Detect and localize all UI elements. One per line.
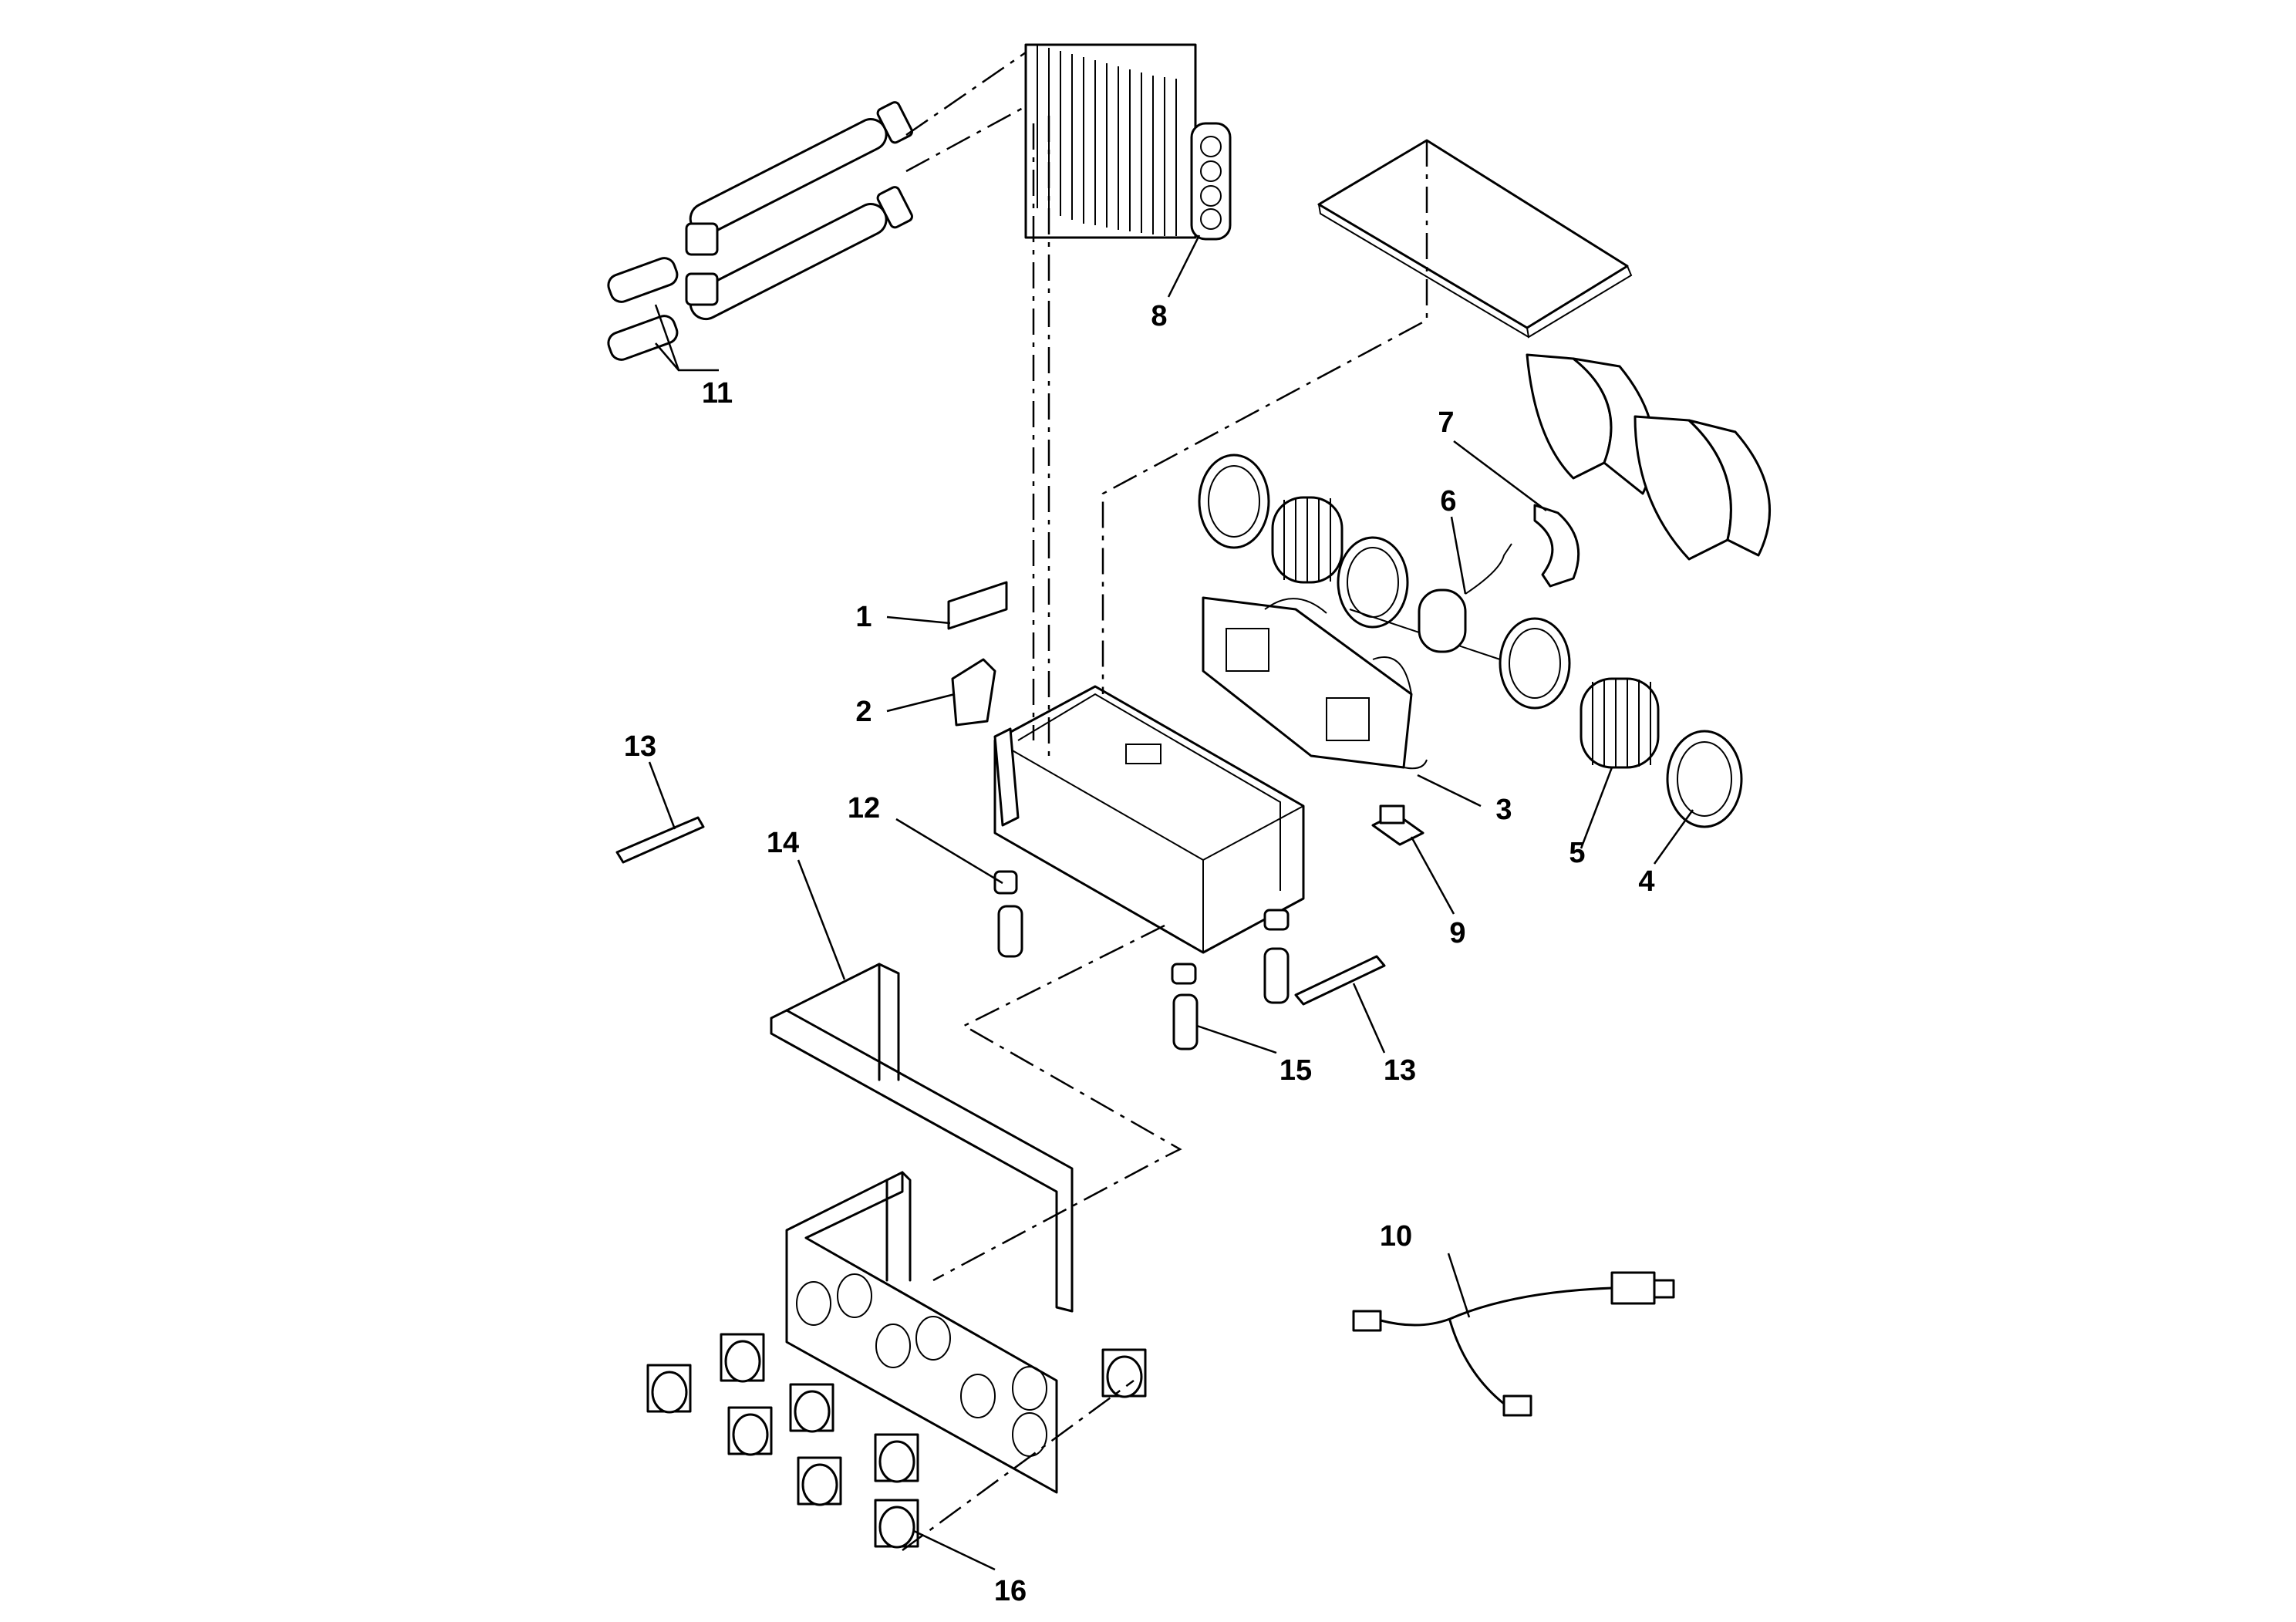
spacer-12 bbox=[993, 870, 1023, 958]
callout-11: 11 bbox=[702, 377, 733, 410]
middle-seal-ring bbox=[1337, 536, 1409, 629]
callout-3: 3 bbox=[1495, 794, 1512, 826]
wire-harness bbox=[1352, 1271, 1675, 1417]
top-cover-panel bbox=[1317, 139, 1633, 339]
callout-16: 16 bbox=[994, 1575, 1027, 1607]
callout-12: 12 bbox=[848, 792, 880, 824]
resistor bbox=[1371, 804, 1424, 846]
callout-5: 5 bbox=[1569, 837, 1585, 869]
callout-4: 4 bbox=[1638, 865, 1654, 898]
mounting-strap-left bbox=[615, 816, 705, 864]
callout-10: 10 bbox=[1380, 1220, 1412, 1253]
assembly-lines bbox=[902, 51, 1428, 1552]
bracket-2 bbox=[951, 658, 996, 727]
right-blower-wheel bbox=[1580, 677, 1660, 769]
spacer-15 bbox=[1171, 909, 1290, 1050]
leader-lines bbox=[648, 234, 1694, 1571]
outer-seal-ring bbox=[1666, 730, 1743, 828]
callout-6: 6 bbox=[1440, 485, 1456, 518]
callout-13-right: 13 bbox=[1384, 1054, 1416, 1087]
blower-scroll-housing bbox=[1202, 596, 1428, 770]
support-frame-rails bbox=[770, 963, 1074, 1313]
blower-housing-halves bbox=[1526, 353, 1772, 561]
callout-9: 9 bbox=[1449, 917, 1465, 949]
blower-motor bbox=[1349, 543, 1512, 664]
callout-1: 1 bbox=[855, 601, 872, 633]
callout-15: 15 bbox=[1279, 1054, 1312, 1087]
callout-13-left: 13 bbox=[624, 730, 656, 763]
callout-8: 8 bbox=[1151, 300, 1167, 332]
mounting-strap-right bbox=[1294, 955, 1386, 1006]
motor-bracket bbox=[1533, 504, 1580, 588]
outlet-panel bbox=[785, 1171, 1058, 1494]
outlet-ducts bbox=[646, 1333, 1147, 1549]
callout-2: 2 bbox=[855, 696, 872, 728]
right-seal-ring-inner bbox=[1499, 617, 1571, 710]
callout-7: 7 bbox=[1438, 406, 1454, 439]
main-housing-frame bbox=[993, 685, 1305, 954]
hose-assembly bbox=[607, 101, 913, 361]
left-seal-ring bbox=[1198, 454, 1270, 549]
heater-core bbox=[1024, 43, 1232, 241]
callout-14: 14 bbox=[767, 827, 799, 859]
left-blower-wheel bbox=[1271, 496, 1344, 584]
bracket-1 bbox=[947, 581, 1008, 630]
callout-labels: 1 2 3 4 5 6 7 8 9 10 11 12 13 13 14 15 1… bbox=[624, 300, 1655, 1607]
